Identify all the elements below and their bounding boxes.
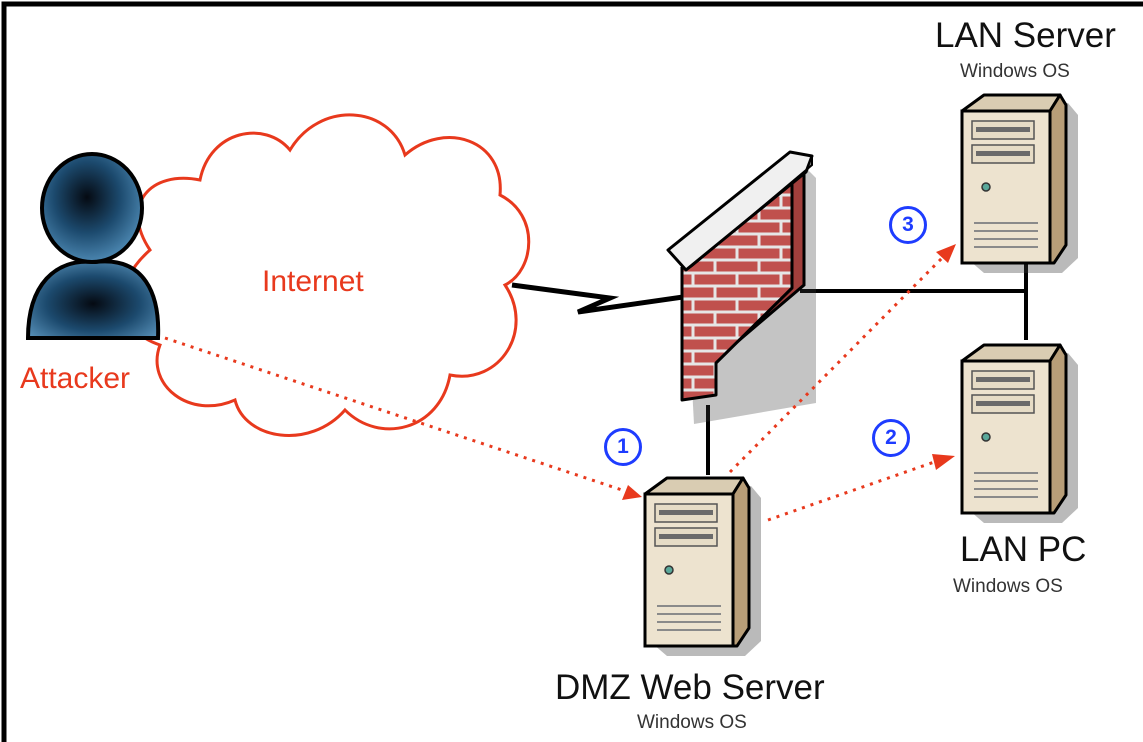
lan-pc-label: LAN PC bbox=[960, 530, 1087, 569]
lan-server-icon bbox=[960, 93, 1080, 275]
lan-pc-icon bbox=[960, 343, 1080, 525]
step-marker-1: 1 bbox=[604, 428, 642, 466]
dmz-web-server-os-label: Windows OS bbox=[637, 712, 747, 733]
attack-paths bbox=[164, 254, 946, 522]
internet-cloud-icon bbox=[121, 113, 531, 437]
attacker-label: Attacker bbox=[20, 362, 131, 395]
lan-server-label: LAN Server bbox=[935, 16, 1116, 55]
lightning-link-icon bbox=[511, 282, 691, 315]
step-marker-3: 3 bbox=[889, 206, 927, 244]
firewall-icon bbox=[666, 150, 816, 424]
lan-links bbox=[706, 262, 1028, 475]
lan-server-os-label: Windows OS bbox=[960, 61, 1070, 82]
dmz-web-server-label: DMZ Web Server bbox=[555, 668, 825, 707]
lan-pc-os-label: Windows OS bbox=[953, 576, 1063, 597]
attacker-person-icon bbox=[25, 152, 161, 340]
attack-arrowheads bbox=[622, 244, 956, 500]
internet-label: Internet bbox=[262, 265, 364, 298]
step-marker-2: 2 bbox=[872, 419, 910, 457]
dmz-web-server-icon bbox=[643, 476, 763, 658]
